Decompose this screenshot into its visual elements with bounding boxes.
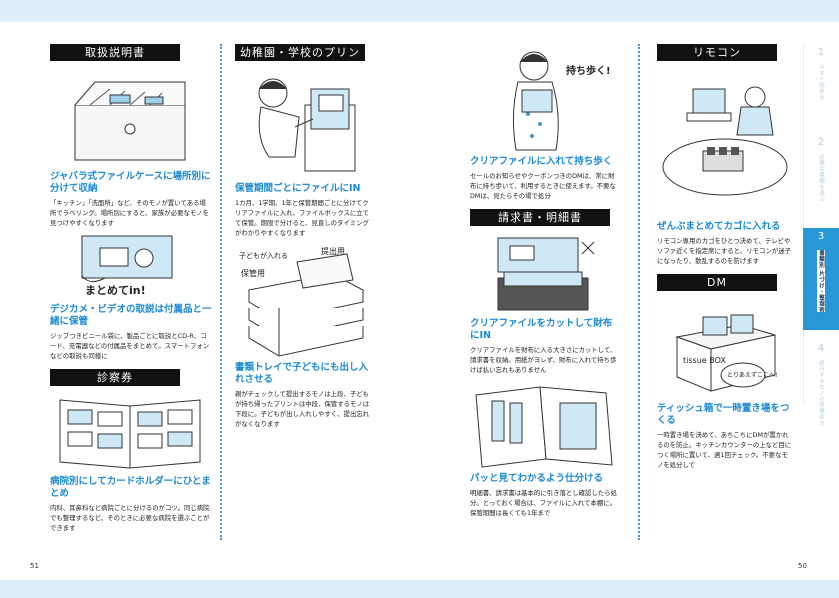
body-file-by-period: 1カ月、1学期、1年と保管期間ごとに分けてクリアファイルに入れ、ファイルボックス…	[235, 199, 370, 237]
body-document-tray: 親がチェックして提出するモノは上段、子どもが持ち帰ったプリントは中段、保管するモ…	[235, 390, 370, 428]
binder-illustration	[470, 379, 620, 469]
section-header-patient-cards: 診察券	[50, 369, 180, 386]
subhead-accordion-file: ジャバラ式ファイルケースに場所別に分けて収納	[50, 171, 211, 194]
column-remote-dm: リモコン ぜんぶまとめてカゴに入れる リモコン専用のカゴをひとつ決めて、テレビや…	[657, 44, 792, 470]
side-tab-1: 1 今すぐ始める	[803, 44, 839, 130]
side-tab-number: 3	[817, 231, 825, 242]
subhead-card-holder: 病院別にしてカードホルダーにひとまとめ	[50, 476, 211, 499]
body-basket: リモコン専用のカゴをひとつ決めて、テレビやソファ近くを指定席にすると、リモコンが…	[657, 237, 792, 265]
section-header-dm: DM	[657, 274, 777, 291]
accordion-file-illustration	[50, 67, 212, 167]
body-camera-manuals: ジップつきビニール袋に、製品ごとに取説とCD-R、コード、充電器などの付属品をま…	[50, 332, 210, 360]
side-tab-3-active: 3 書類別 片づけ・整理術	[803, 228, 839, 330]
page-number-right: 50	[798, 562, 807, 570]
tissue-box-illustration: tissue BOX とりあえずここへ!	[657, 297, 792, 399]
subhead-sort-visible: パッと見てわかるよう仕分ける	[470, 473, 604, 484]
camera-bag-illustration: まとめてin!	[50, 232, 212, 300]
tray-label-keep: 保管用	[241, 268, 265, 278]
bottom-band	[0, 580, 839, 598]
subhead-basket: ぜんぶまとめてカゴに入れる	[657, 221, 781, 232]
column-divider	[638, 44, 640, 540]
body-cut-file: クリアファイルを財布に入る大きさにカットして、請求書を収納。用紙がヨレず、財布に…	[470, 346, 617, 374]
tissue-box-label: tissue BOX	[683, 356, 726, 365]
body-card-holder: 内科、耳鼻科など病院ごとに分けるのがコツ。同じ病院でも整理するなど、そのときに必…	[50, 504, 210, 532]
speech-bubble-text: とりあえずここへ!	[727, 371, 777, 379]
subhead-camera-manuals: デジカメ・ビデオの取説は付属品と一緒に保管	[50, 304, 212, 327]
side-tab-label: 処分するモノの見極め方	[818, 360, 824, 426]
subhead-tissue-box: ティッシュ箱で一時置き場をつくる	[657, 403, 790, 426]
section-header-remote: リモコン	[657, 44, 777, 61]
body-accordion-file: 「キッチン」「洗面所」など、そのモノが置いてある場所でラベリング。場所別にすると…	[50, 199, 210, 227]
top-band	[0, 0, 839, 22]
body-tissue-box: 一時置き場を決めて、あちこちにDMが置かれるのを防止。キッチンカウンターの上など…	[657, 431, 792, 469]
side-tab-number: 1	[817, 47, 825, 58]
subhead-carry-file: クリアファイルに入れて持ち歩く	[470, 156, 613, 167]
subhead-file-by-period: 保管期間ごとにファイルにIN	[235, 183, 361, 194]
side-tab-label: 書類別 片づけ・整理術	[817, 250, 825, 313]
side-tab-number: 4	[817, 343, 825, 354]
body-carry-file: セールのお知らせやクーポンつきのDMは、常に財布に持ち歩いて、利用するときに使え…	[470, 172, 616, 200]
section-header-manuals: 取扱説明書	[50, 44, 180, 61]
card-holder-illustration	[50, 392, 212, 472]
side-tab-2: 2 必要な書類を選ぶ	[803, 134, 839, 220]
column-bills: 持ち歩く! クリアファイルに入れて持ち歩く セールのお知らせやクーポンつきのDM…	[470, 44, 620, 518]
wallet-illustration	[470, 232, 620, 314]
tray-label-submit: 提出用	[321, 246, 345, 256]
section-header-bills: 請求書・明細書	[470, 209, 610, 226]
page-number-left: 51	[30, 562, 39, 570]
side-tab-4: 4 処分するモノの見極め方	[803, 340, 839, 426]
illus-text-matomete: まとめてin!	[85, 284, 146, 297]
column-school-prints: 幼稚園・学校のプリント 保管期間ごとにファイルにIN 1カ月、1学期、1年と保管…	[235, 44, 373, 429]
section-header-school-prints: 幼稚園・学校のプリント	[235, 44, 365, 76]
tray-label-child: 子どもが入れる	[239, 251, 288, 260]
side-tab-label: 今すぐ始める	[818, 64, 824, 100]
subhead-document-tray: 書類トレイで子どもにも出し入れさせる	[235, 362, 369, 385]
illus-text-carry: 持ち歩く!	[566, 64, 611, 77]
column-manuals: 取扱説明書 ジャバラ式ファイルケースに場所別に分けて収納 「キッチン」「洗面所」…	[50, 44, 212, 533]
document-tray-illustration: 子どもが入れる 提出用 保管用	[235, 246, 373, 358]
carry-file-illustration: 持ち歩く!	[470, 44, 620, 152]
side-tab-label: 必要な書類を選ぶ	[818, 154, 824, 202]
side-index-line	[803, 44, 804, 404]
remote-basket-illustration	[657, 67, 792, 217]
subhead-cut-file: クリアファイルをカットして財布にIN	[470, 318, 613, 341]
file-box-illustration	[235, 67, 373, 179]
column-divider	[220, 44, 222, 540]
body-sort-visible: 明細書、請求書は基本的に引き落とし確認したら処分。とっておく場合は、ファイルに入…	[470, 489, 617, 517]
side-tab-number: 2	[817, 137, 825, 148]
